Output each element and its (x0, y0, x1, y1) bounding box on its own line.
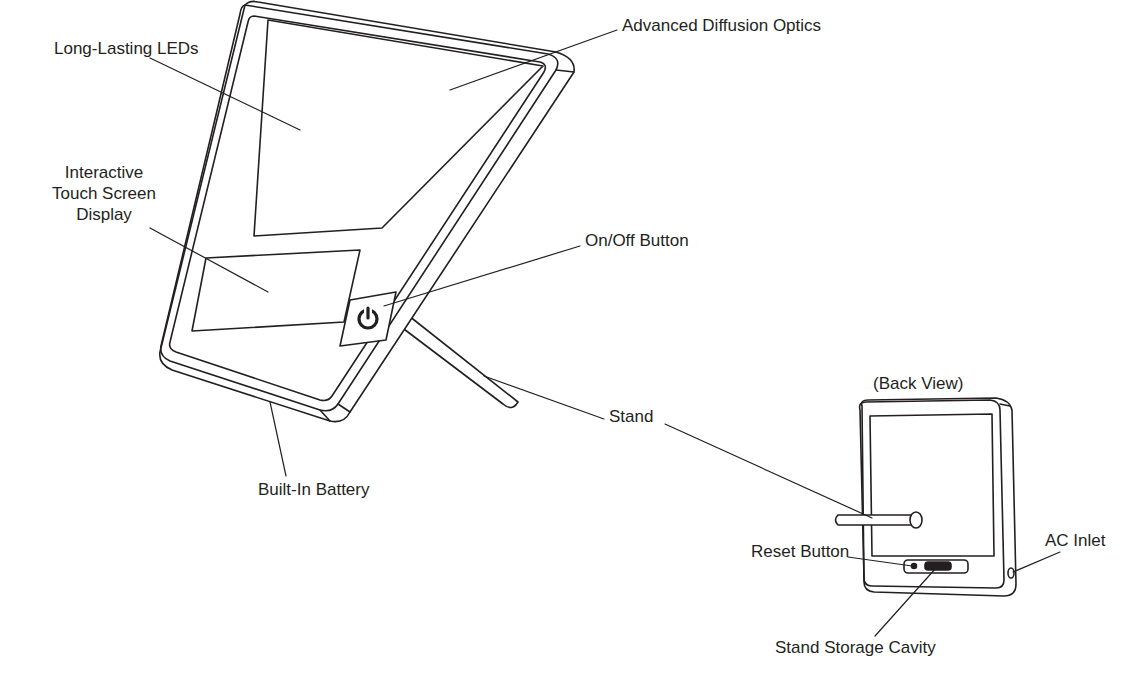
part-label: Stand Storage Cavity (775, 637, 936, 658)
touch-screen-panel (192, 250, 360, 331)
part-label: Advanced Diffusion Optics (622, 15, 821, 36)
part-label: Reset Button (751, 541, 849, 562)
led-panel (254, 20, 543, 236)
part-label: Long-Lasting LEDs (54, 38, 199, 59)
part-label: Interactive Touch Screen Display (48, 162, 160, 225)
device-body (160, 1, 574, 421)
part-label: Built-In Battery (258, 479, 370, 500)
back-view-body (860, 398, 1016, 596)
part-label: (Back View) (873, 373, 963, 394)
leader-lines (150, 30, 1060, 636)
stand-storage-cavity (904, 560, 968, 573)
stand-leg (392, 312, 518, 408)
part-label: Stand (609, 406, 653, 427)
ac-inlet (1008, 568, 1014, 578)
power-button (340, 292, 396, 346)
part-label: On/Off Button (585, 230, 689, 251)
part-label: AC Inlet (1045, 530, 1105, 551)
back-stand (836, 512, 923, 528)
